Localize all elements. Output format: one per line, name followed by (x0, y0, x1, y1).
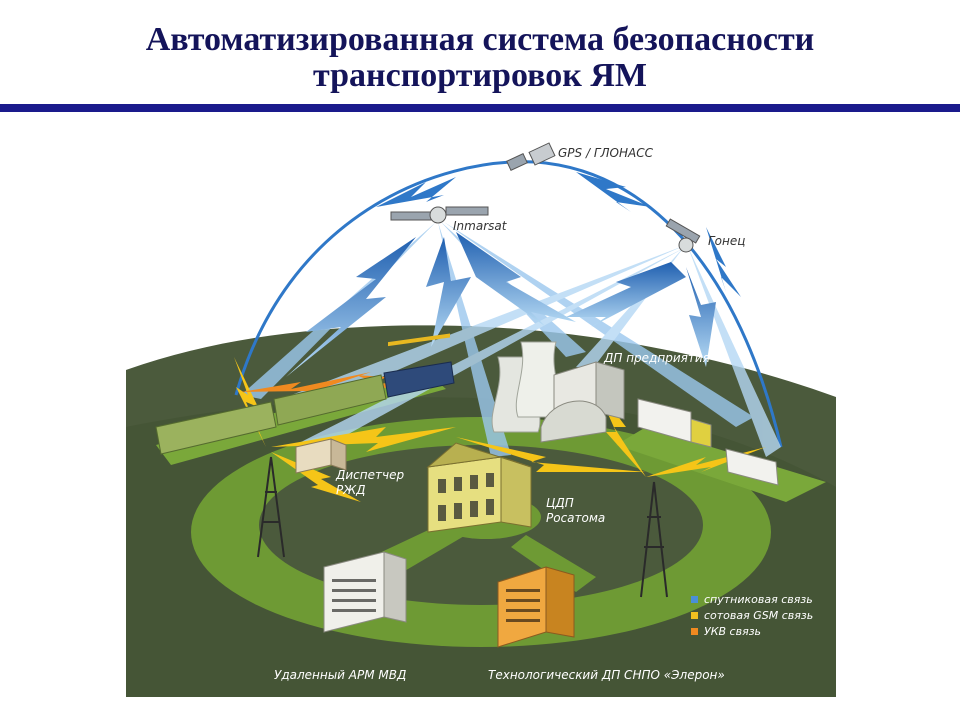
rzd-building (295, 438, 347, 474)
bolt-right (456, 232, 576, 327)
mvd-windows (332, 579, 376, 612)
gsm-link-2 (271, 452, 361, 502)
label-tech-dp: Технологический ДП СНПО «Элерон» (488, 668, 725, 682)
label-enterprise-dp: ДП предприятия (603, 351, 710, 365)
mvd-building (323, 551, 407, 633)
title-line-1: Автоматизированная система безопасности (145, 21, 815, 58)
gsm-link-1 (271, 427, 456, 452)
arc-bolt-3 (706, 227, 741, 297)
legend-swatch-satellite (691, 596, 698, 603)
train-car-2 (273, 374, 387, 426)
gsm-link-5 (646, 447, 766, 477)
legend-swatch-ukv (691, 628, 698, 635)
enterprise-side (595, 361, 625, 420)
arc-bolt-1 (376, 177, 456, 207)
legend-swatch-gsm (691, 612, 698, 619)
eleron-side (545, 566, 575, 638)
truck-cab (690, 418, 712, 448)
title-line-2: транспортировок ЯМ (313, 57, 647, 94)
diagram-svg: GPS / ГЛОНАСС Inmarsat Гонец ДП предприя… (126, 127, 836, 697)
mvd-side (383, 551, 407, 623)
label-rzd-line1: Диспетчер (335, 468, 404, 482)
ring-spoke-right (511, 535, 596, 592)
enterprise-hangar (540, 400, 607, 443)
eleron-windows (506, 589, 540, 622)
satellite-gps-icon (506, 142, 556, 171)
label-rzd-line2: РЖД (336, 483, 366, 497)
legend-label-gsm: сотовая GSM связь (704, 609, 813, 622)
label-gps: GPS / ГЛОНАСС (558, 146, 654, 160)
beam-inmarsat-truck (444, 222, 754, 427)
beam-gonets-train (286, 245, 686, 412)
legend: спутниковая связь сотовая GSM связь УКВ … (691, 593, 813, 638)
rosatom-windows (438, 473, 494, 521)
label-mvd: Удаленный АРМ МВД (274, 668, 406, 682)
label-inmarsat: Inmarsat (453, 219, 508, 233)
rosatom-roof (426, 442, 532, 468)
truck (637, 398, 712, 448)
enterprise-building (540, 361, 625, 443)
ukv-link-1 (241, 372, 371, 397)
label-rosatom-line2: Росатома (546, 511, 605, 525)
bolt-left (286, 237, 416, 377)
bolt-center (426, 237, 471, 347)
arc-bolt-2 (576, 172, 651, 212)
van-body (725, 448, 779, 486)
train-locomotive (383, 361, 455, 398)
satellite-gonets-icon (665, 218, 701, 253)
beam-gonets-rzd (301, 247, 686, 452)
rzd-side (330, 438, 347, 471)
gsm-link-6 (234, 357, 266, 447)
nuclear-plant (491, 341, 561, 433)
gsm-link-3 (456, 437, 646, 472)
rosatom-side (500, 456, 532, 528)
eleron-building (497, 566, 575, 648)
antenna-tower-left (257, 456, 285, 558)
label-gonets: Гонец (708, 234, 745, 248)
bolt-gonets-2 (686, 267, 716, 367)
bolt-gonets-1 (566, 262, 686, 327)
van (725, 448, 779, 486)
title-rule (0, 104, 960, 112)
train (155, 333, 455, 455)
beam-gonets-van (688, 247, 781, 457)
rosatom-building (426, 442, 532, 533)
legend-label-ukv: УКВ связь (704, 625, 761, 638)
locomotive-stripe (388, 333, 450, 347)
satellite-inmarsat-icon (390, 206, 489, 224)
antenna-tower-right (640, 481, 668, 598)
label-rosatom-line1: ЦДП (546, 496, 574, 510)
slide-title: Автоматизированная система безопасности … (0, 22, 960, 94)
system-diagram: GPS / ГЛОНАСС Inmarsat Гонец ДП предприя… (126, 127, 836, 697)
satellite-bolts (286, 232, 716, 377)
train-car-1 (155, 401, 277, 455)
legend-label-satellite: спутниковая связь (704, 593, 813, 606)
